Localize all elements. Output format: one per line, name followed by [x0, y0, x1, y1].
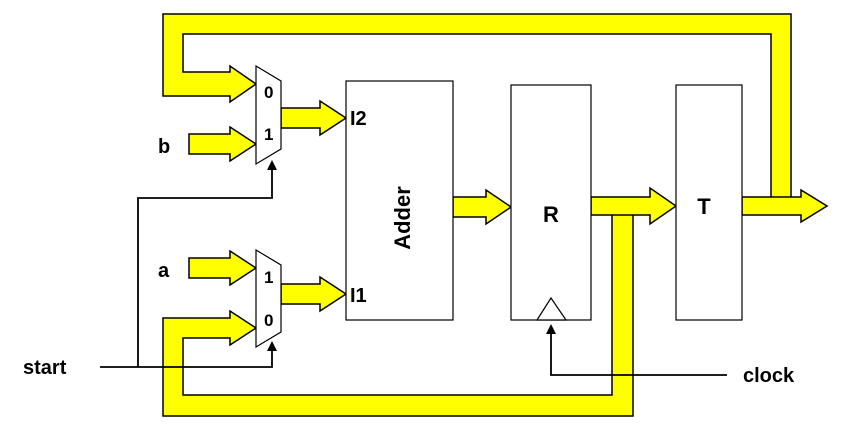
register-r-label: R [543, 202, 559, 227]
signal-a-label: a [158, 260, 170, 282]
adder-port-i2-label: I2 [350, 108, 367, 130]
mux-bottom-sel1-label: 0 [264, 311, 273, 330]
signal-b-label: b [158, 136, 170, 158]
a-input-arrow [188, 249, 258, 287]
start-arrowhead-bottom [267, 341, 277, 351]
adder-block [345, 80, 454, 321]
mux-bottom-sel0-label: 1 [264, 268, 273, 287]
register-r-block [510, 84, 592, 321]
t-output-arrow [741, 188, 829, 224]
adder-label: Adder [390, 186, 415, 250]
mux-top [255, 64, 282, 166]
mux-top-sel0-label: 0 [264, 83, 273, 102]
start-arrowhead-top [267, 160, 277, 170]
clock-triangle-marker [535, 296, 568, 321]
adder-to-r-arrow [452, 188, 513, 226]
adder-port-i1-label: I1 [350, 285, 367, 307]
signal-start-label: start [23, 357, 67, 379]
b-input-arrow [188, 125, 258, 163]
r-to-t-arrow [590, 186, 678, 226]
register-t-label: T [697, 194, 711, 219]
start-wire-branch [137, 166, 273, 367]
mux-bottom [255, 248, 282, 349]
start-wire [100, 345, 273, 368]
clock-arrowhead [546, 324, 556, 334]
mux-bottom-output-arrow [280, 275, 348, 313]
register-t-block [675, 84, 743, 321]
mux-top-sel1-label: 1 [264, 125, 273, 144]
clock-wire [550, 330, 727, 376]
signal-clock-label: clock [743, 365, 795, 387]
mux-top-output-arrow [280, 99, 348, 137]
